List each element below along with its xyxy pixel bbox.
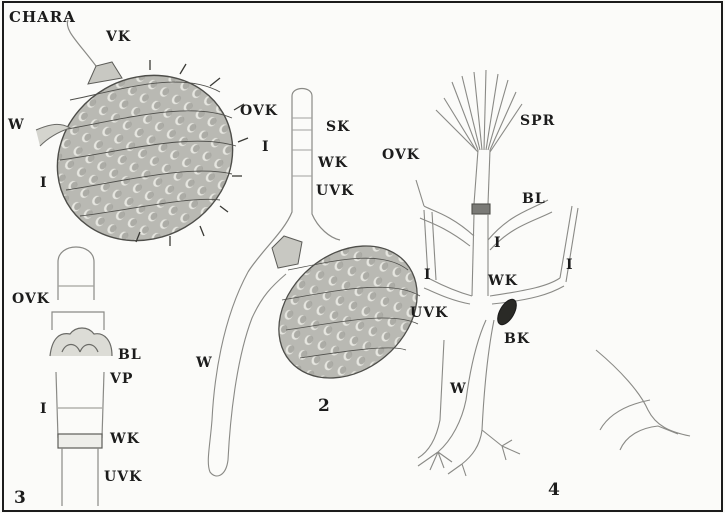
figure-3-label-uvk: UVK bbox=[104, 470, 142, 484]
figure-4-label-i-left: I bbox=[424, 268, 432, 282]
figure-3-node-detail bbox=[50, 247, 112, 506]
figure-3-label-wk: WK bbox=[110, 432, 140, 446]
figure-3-label-i: I bbox=[40, 402, 48, 416]
figure-1-label-i: I bbox=[40, 176, 48, 190]
figure-1-label-vk: VK bbox=[106, 30, 131, 44]
figure-4-whole-plant bbox=[416, 70, 690, 476]
figure-2-label-ovk: OVK bbox=[240, 104, 278, 118]
figure-1-oogonium bbox=[27, 20, 263, 272]
figure-2-label-wk: WK bbox=[318, 156, 348, 170]
figure-4-label-i-right: I bbox=[566, 258, 574, 272]
figure-4-label-ovk: OVK bbox=[382, 148, 420, 162]
figure-4-label-wk: WK bbox=[488, 274, 518, 288]
figure-2-label-uvk: UVK bbox=[316, 184, 354, 198]
figure-3-label-vp: VP bbox=[110, 372, 133, 386]
figure-4-label-uvk: UVK bbox=[410, 306, 448, 320]
figure-4-number: 4 bbox=[548, 482, 561, 499]
figure-4-label-bl: BL bbox=[522, 192, 546, 206]
figure-2-label-sk: SK bbox=[326, 120, 350, 134]
figure-4-label-bk: BK bbox=[504, 332, 530, 346]
figure-3-label-ovk: OVK bbox=[12, 292, 50, 306]
figure-2-label-i: I bbox=[262, 140, 270, 154]
figure-4-label-spr: SPR bbox=[520, 114, 555, 128]
figure-2-label-w: W bbox=[196, 356, 213, 370]
figure-1-label-w: W bbox=[8, 118, 25, 132]
figure-3-label-bl: BL bbox=[118, 348, 142, 362]
figure-2-number: 2 bbox=[318, 398, 331, 415]
figure-4-label-i-stem: I bbox=[494, 236, 502, 250]
plate-title: CHARA bbox=[9, 10, 76, 25]
figure-4-label-w: W bbox=[450, 382, 467, 396]
figure-3-number: 3 bbox=[14, 490, 27, 507]
